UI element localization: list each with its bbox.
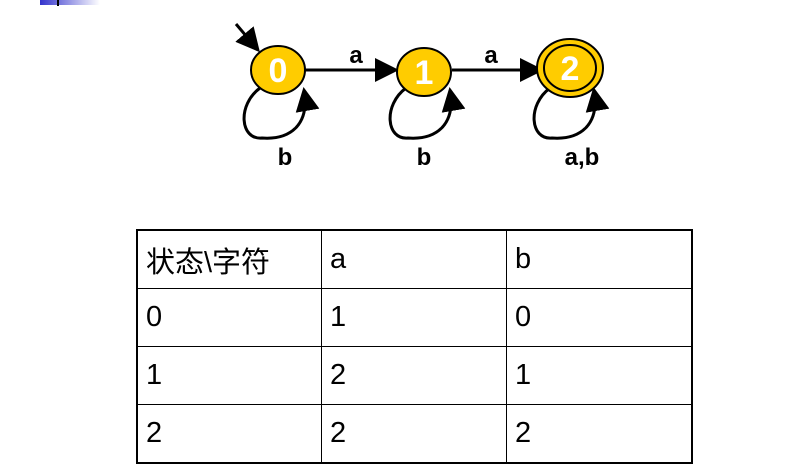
table-cell: 2: [136, 404, 322, 464]
header-a: a: [321, 229, 507, 289]
table-header-row: 状态\字符 a b: [136, 229, 693, 289]
loop-0: [242, 86, 320, 140]
state-2-label: 2: [561, 50, 580, 88]
state-2-node: [543, 44, 597, 92]
loop-1: [388, 86, 466, 140]
loop-0-label: b: [278, 144, 293, 171]
edge-1-2-label: a: [484, 42, 498, 69]
table-cell: 1: [506, 346, 693, 405]
state-0-node: [250, 45, 306, 95]
table-cell: 1: [136, 346, 322, 405]
state-0-label: 0: [269, 52, 288, 90]
table-cell: 2: [321, 346, 507, 405]
table-cell: 2: [321, 404, 507, 464]
header-state-char: 状态\字符: [136, 229, 322, 289]
loop-2: [532, 86, 610, 140]
header-b: b: [506, 229, 693, 289]
transition-table: 状态\字符 a b 0 1 0 1 2 1 2 2 2: [136, 229, 693, 464]
dfa-diagram: 0 1 2 a a b b a,b: [234, 23, 610, 171]
title-decoration-bar: [40, 0, 100, 5]
title-decoration-tick: [57, 0, 59, 6]
edge-0-1-label: a: [349, 42, 363, 69]
table-cell: 0: [506, 288, 693, 347]
state-1-node: [396, 47, 452, 97]
table-row: 2 2 2: [136, 404, 693, 464]
start-arrow: [234, 23, 260, 53]
table-row: 0 1 0: [136, 288, 693, 347]
state-1-label: 1: [415, 54, 434, 92]
table-cell: 2: [506, 404, 693, 464]
table-cell: 1: [321, 288, 507, 347]
table-cell: 0: [136, 288, 322, 347]
table-row: 1 2 1: [136, 346, 693, 405]
loop-2-label: a,b: [565, 144, 600, 171]
loop-1-label: b: [417, 144, 432, 171]
